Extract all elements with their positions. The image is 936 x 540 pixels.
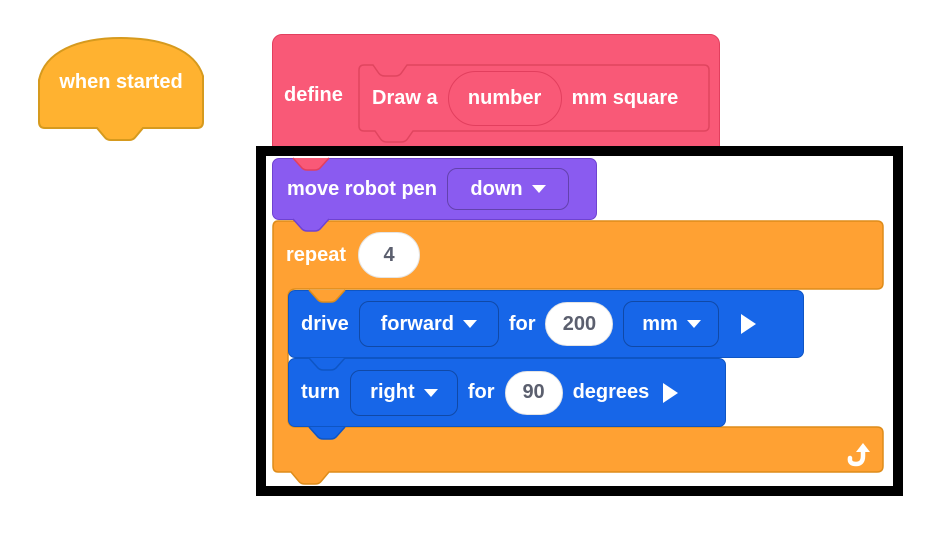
repeat-label: repeat [286,243,347,266]
when-started-block[interactable] [37,36,205,142]
define-keyword: define [284,83,343,106]
repeat-count-value: 4 [383,243,395,266]
drive-unit-dropdown[interactable]: mm [623,301,720,347]
repeat-count-input[interactable]: 4 [358,232,421,278]
drive-label: drive [301,312,349,335]
turn-unit-label: degrees [572,381,650,403]
turn-bottom-bump [308,425,346,440]
pen-bottom-bump [292,218,330,232]
chevron-down-icon [462,320,477,328]
turn-angle-input[interactable]: 90 [504,370,563,415]
define-bottom-bump [292,156,330,171]
chevron-down-icon [423,388,438,397]
loop-arrow-icon [847,443,870,467]
proto-suffix-label: mm square [571,86,679,109]
repeat-header: repeat 4 [272,220,612,290]
drive-for-label: for [508,312,536,335]
expand-right-icon[interactable] [663,382,679,403]
prototype-content: Draw a number mm square [358,64,710,132]
pen-position-value: down [470,177,523,200]
repeat-c-shape [272,220,884,485]
turn-for-label: for [467,381,495,403]
turn-direction-value: right [370,381,415,403]
repeat-inner-bump [308,288,346,303]
turn-direction-dropdown[interactable]: right [349,369,458,416]
highlight-frame [256,146,903,496]
drive-distance-input[interactable]: 200 [545,302,614,346]
expand-right-icon[interactable] [741,314,757,334]
turn-label: turn [301,381,340,403]
proto-prefix-label: Draw a [372,86,438,109]
number-parameter-label: number [467,86,542,109]
number-parameter-pill[interactable]: number [447,70,562,126]
move-robot-pen-block[interactable]: move robot pen down [272,158,597,220]
pen-block-label: move robot pen [287,177,438,200]
turn-block[interactable]: turn right for 90 degrees [288,358,726,427]
repeat-block[interactable] [272,220,884,486]
chevron-down-icon [531,185,546,193]
drive-direction-dropdown[interactable]: forward [358,301,499,347]
drive-direction-value: forward [380,312,454,335]
drive-distance-value: 200 [562,312,597,335]
drive-bottom-bump [308,356,346,371]
chevron-down-icon [686,320,701,328]
turn-angle-value: 90 [522,381,545,403]
drive-block[interactable]: drive forward for 200 mm [288,290,804,358]
hat-block-shape [38,36,204,141]
drive-unit-value: mm [642,312,678,335]
pen-position-dropdown[interactable]: down [447,168,570,210]
